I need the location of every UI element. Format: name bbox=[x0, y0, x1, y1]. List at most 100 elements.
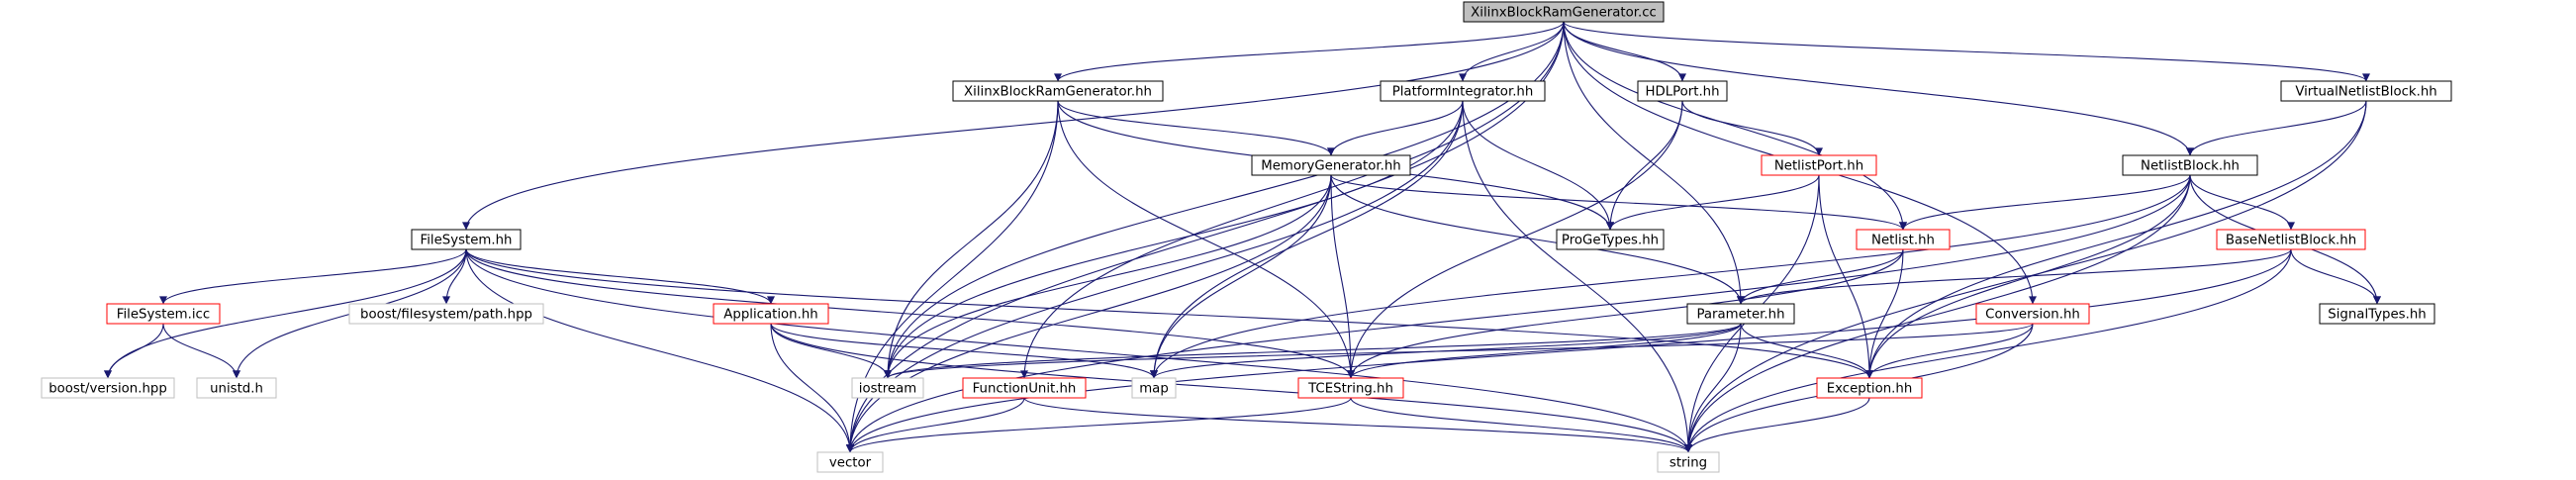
edge-filesystem-to-application bbox=[465, 248, 775, 305]
edge-conversion-to-exception bbox=[1865, 323, 2034, 379]
edge-root-to-netlistblock bbox=[1563, 21, 2194, 156]
edge-hdlport-to-progetypes bbox=[1606, 100, 1683, 231]
node-boostversion[interactable]: boost/version.hpp bbox=[41, 377, 175, 399]
node-hdlport-label: HDLPort.hh bbox=[1645, 85, 1719, 100]
node-signaltypes-label: SignalTypes.hh bbox=[2328, 308, 2426, 323]
edge-root-to-functionunit bbox=[1020, 21, 1565, 379]
edge-memgen-to-netlist bbox=[1330, 174, 1907, 231]
node-netlist[interactable]: Netlist.hh bbox=[1856, 229, 1951, 250]
node-basenetlist-label: BaseNetlistBlock.hh bbox=[2226, 234, 2356, 248]
edge-netlist-to-exception bbox=[1865, 248, 1904, 379]
node-parameter[interactable]: Parameter.hh bbox=[1686, 303, 1795, 325]
node-unistd-box bbox=[196, 377, 277, 399]
edge-platform-to-progetypes bbox=[1462, 100, 1614, 231]
edge-root-to-platform bbox=[1459, 21, 1565, 82]
node-conversion-label: Conversion.hh bbox=[1985, 308, 2080, 323]
node-string-label: string bbox=[1670, 456, 1707, 471]
node-netlistport-box bbox=[1761, 154, 1877, 176]
edge-parameter-to-tcestring bbox=[1347, 323, 1742, 379]
node-fsicc[interactable]: FileSystem.icc bbox=[106, 303, 221, 325]
node-map-label: map bbox=[1139, 382, 1169, 397]
node-vnb-label: VirtualNetlistBlock.hh bbox=[2295, 85, 2436, 100]
node-netlistblock[interactable]: NetlistBlock.hh bbox=[2122, 154, 2258, 176]
node-basenetlist[interactable]: BaseNetlistBlock.hh bbox=[2216, 229, 2366, 250]
edge-basenetlist-to-string bbox=[1684, 248, 2292, 453]
node-root-label: XilinxBlockRamGenerator.cc bbox=[1471, 6, 1657, 21]
edge-memgen-to-vector bbox=[846, 174, 1332, 453]
edge-memgen-to-iostream bbox=[884, 174, 1332, 379]
edge-xbrg_hh-to-vector bbox=[846, 100, 1059, 453]
node-map-box bbox=[1131, 377, 1177, 399]
edge-vnb-to-string bbox=[1684, 100, 2367, 453]
edge-conversion-to-iostream bbox=[884, 323, 2034, 379]
node-exception-box bbox=[1816, 377, 1923, 399]
node-vector[interactable]: vector bbox=[816, 451, 884, 473]
node-functionunit-label: FunctionUnit.hh bbox=[973, 382, 1077, 397]
node-conversion[interactable]: Conversion.hh bbox=[1975, 303, 2090, 325]
node-filesystem[interactable]: FileSystem.hh bbox=[411, 229, 522, 250]
edge-xbrg_hh-to-tcestring bbox=[1057, 100, 1355, 379]
edge-root-to-netlist bbox=[1563, 21, 1907, 231]
node-progetypes[interactable]: ProGeTypes.hh bbox=[1556, 229, 1665, 250]
edge-memgen-to-tcestring bbox=[1330, 174, 1355, 379]
node-netlistport[interactable]: NetlistPort.hh bbox=[1761, 154, 1877, 176]
node-boostpath-label: boost/filesystem/path.hpp bbox=[360, 308, 532, 323]
node-platform[interactable]: PlatformIntegrator.hh bbox=[1380, 80, 1546, 102]
node-memgen-label: MemoryGenerator.hh bbox=[1261, 159, 1400, 174]
edge-xbrg_hh-to-memgen bbox=[1057, 100, 1335, 156]
edge-netlistblock-to-string bbox=[1684, 174, 2191, 453]
node-unistd[interactable]: unistd.h bbox=[196, 377, 277, 399]
edge-xbrg_hh-to-iostream bbox=[884, 100, 1059, 379]
node-map[interactable]: map bbox=[1131, 377, 1177, 399]
edge-platform-to-iostream bbox=[884, 100, 1464, 379]
edge-netlistblock-to-basenetlist bbox=[2189, 174, 2295, 231]
node-string-box bbox=[1657, 451, 1720, 473]
edge-netlistport-to-progetypes bbox=[1606, 174, 1820, 231]
node-memgen[interactable]: MemoryGenerator.hh bbox=[1251, 154, 1411, 176]
node-application-box bbox=[713, 303, 829, 325]
node-boostpath[interactable]: boost/filesystem/path.hpp bbox=[348, 303, 544, 325]
node-string[interactable]: string bbox=[1657, 451, 1720, 473]
node-boostpath-box bbox=[348, 303, 544, 325]
edge-netlist-to-parameter bbox=[1737, 248, 1904, 305]
node-platform-box bbox=[1380, 80, 1546, 102]
node-fsicc-box bbox=[106, 303, 221, 325]
edge-memgen-to-parameter bbox=[1330, 174, 1745, 305]
node-iostream[interactable]: iostream bbox=[851, 377, 924, 399]
node-root[interactable]: XilinxBlockRamGenerator.cc bbox=[1463, 1, 1665, 23]
node-netlistblock-box bbox=[2122, 154, 2258, 176]
node-boostversion-label: boost/version.hpp bbox=[48, 382, 167, 397]
edge-exception-to-string bbox=[1684, 397, 1870, 453]
edge-filesystem-to-vector bbox=[465, 248, 854, 453]
edge-parameter-to-exception bbox=[1740, 323, 1873, 379]
node-conversion-box bbox=[1975, 303, 2090, 325]
node-boostversion-box bbox=[41, 377, 175, 399]
node-root-box bbox=[1463, 1, 1665, 23]
node-xbrg_hh[interactable]: XilinxBlockRamGenerator.hh bbox=[952, 80, 1164, 102]
edge-netlistblock-to-netlist bbox=[1899, 174, 2191, 231]
node-exception[interactable]: Exception.hh bbox=[1816, 377, 1923, 399]
node-platform-label: PlatformIntegrator.hh bbox=[1392, 85, 1534, 100]
node-iostream-label: iostream bbox=[859, 382, 916, 397]
edge-netlistport-to-exception bbox=[1818, 174, 1873, 379]
node-signaltypes[interactable]: SignalTypes.hh bbox=[2319, 303, 2435, 325]
edge-root-to-parameter bbox=[1563, 21, 1745, 305]
node-application[interactable]: Application.hh bbox=[713, 303, 829, 325]
edge-filesystem-to-exception bbox=[465, 248, 1873, 379]
edge-vnb-to-netlistblock bbox=[2186, 100, 2367, 156]
node-vector-box bbox=[816, 451, 884, 473]
edge-application-to-iostream bbox=[770, 323, 892, 379]
node-functionunit[interactable]: FunctionUnit.hh bbox=[962, 377, 1087, 399]
edge-platform-to-string bbox=[1462, 100, 1692, 453]
edge-fsicc-to-boostversion bbox=[104, 323, 164, 379]
node-fsicc-label: FileSystem.icc bbox=[117, 308, 210, 323]
node-vnb[interactable]: VirtualNetlistBlock.hh bbox=[2280, 80, 2452, 102]
edge-root-to-xbrg_hh bbox=[1054, 21, 1565, 82]
node-vnb-box bbox=[2280, 80, 2452, 102]
edge-functionunit-to-string bbox=[1023, 397, 1692, 453]
node-tcestring[interactable]: TCEString.hh bbox=[1297, 377, 1404, 399]
edge-platform-to-vector bbox=[846, 100, 1464, 453]
node-signaltypes-box bbox=[2319, 303, 2435, 325]
node-hdlport[interactable]: HDLPort.hh bbox=[1637, 80, 1728, 102]
